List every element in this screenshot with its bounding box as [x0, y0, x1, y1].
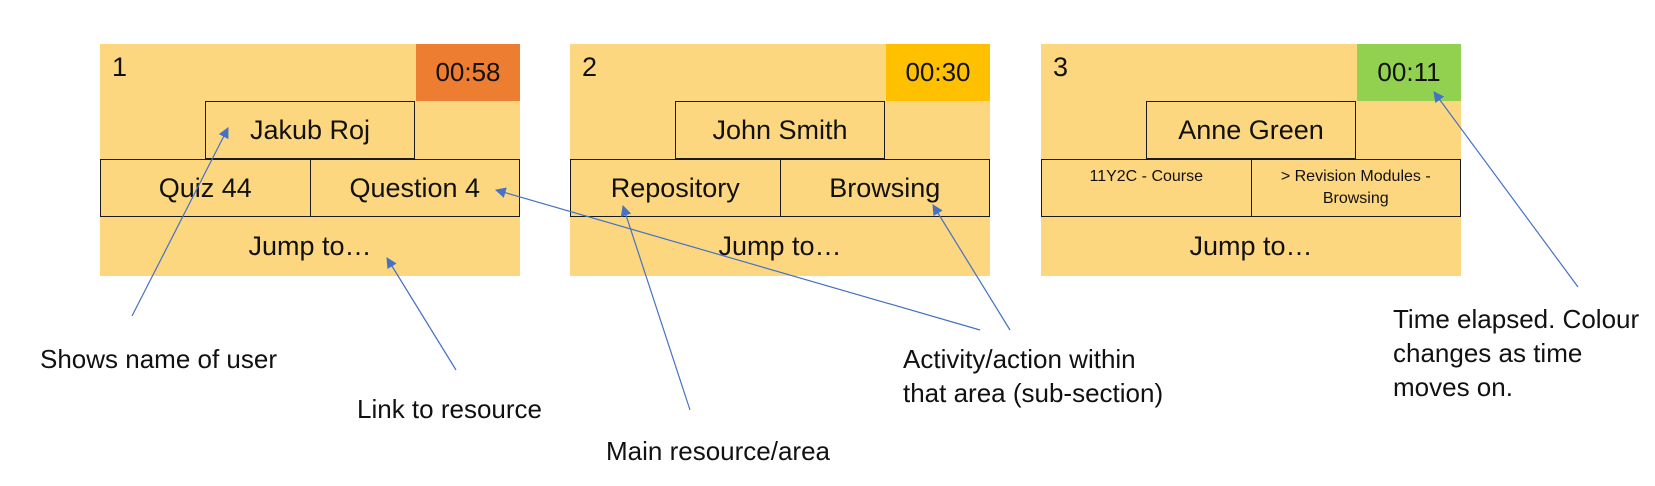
- arrow-activity-2: [932, 204, 1011, 331]
- card-number: 1: [112, 52, 128, 82]
- jump-to-link[interactable]: Jump to…: [248, 231, 372, 261]
- arrow-user: [131, 127, 229, 317]
- timer-badge: 00:58: [416, 44, 520, 101]
- timer-badge: 00:30: [886, 44, 990, 101]
- card-number: 2: [582, 52, 598, 82]
- resource-cell: Quiz 44: [100, 159, 311, 217]
- arrow-timer: [1433, 91, 1579, 288]
- jump-to-link[interactable]: Jump to…: [1189, 231, 1313, 261]
- resource-row: 11Y2C - Course > Revision Modules - Brow…: [1041, 159, 1461, 217]
- annotation-link: Link to resource: [357, 394, 542, 424]
- annotation-resource: Main resource/area: [606, 436, 830, 466]
- jump-to-link[interactable]: Jump to…: [718, 231, 842, 261]
- arrow-activity-1: [494, 187, 981, 331]
- arrow-link: [386, 257, 457, 371]
- resource-row: Repository Browsing: [570, 159, 990, 217]
- activity-card-1: 1 00:58 Jakub Roj Quiz 44 Question 4 Jum…: [100, 44, 520, 276]
- annotation-activity: Activity/action within that area (sub-se…: [903, 344, 1164, 408]
- activity-card-2: 2 00:30 John Smith Repository Browsing J…: [570, 44, 990, 276]
- activity-cell: > Revision Modules - Browsing: [1251, 159, 1461, 217]
- user-name: Anne Green: [1146, 101, 1356, 159]
- user-name: John Smith: [675, 101, 885, 159]
- resource-cell: 11Y2C - Course: [1041, 159, 1252, 217]
- annotation-timer: Time elapsed. Colour changes as time mov…: [1393, 304, 1640, 402]
- activity-cell: Question 4: [310, 159, 520, 217]
- resource-row: Quiz 44 Question 4: [100, 159, 520, 217]
- card-number: 3: [1053, 52, 1069, 82]
- arrow-resource: [620, 204, 691, 411]
- activity-cell: Browsing: [780, 159, 990, 217]
- annotation-user: Shows name of user: [40, 344, 278, 374]
- resource-cell: Repository: [570, 159, 781, 217]
- user-name: Jakub Roj: [205, 101, 415, 159]
